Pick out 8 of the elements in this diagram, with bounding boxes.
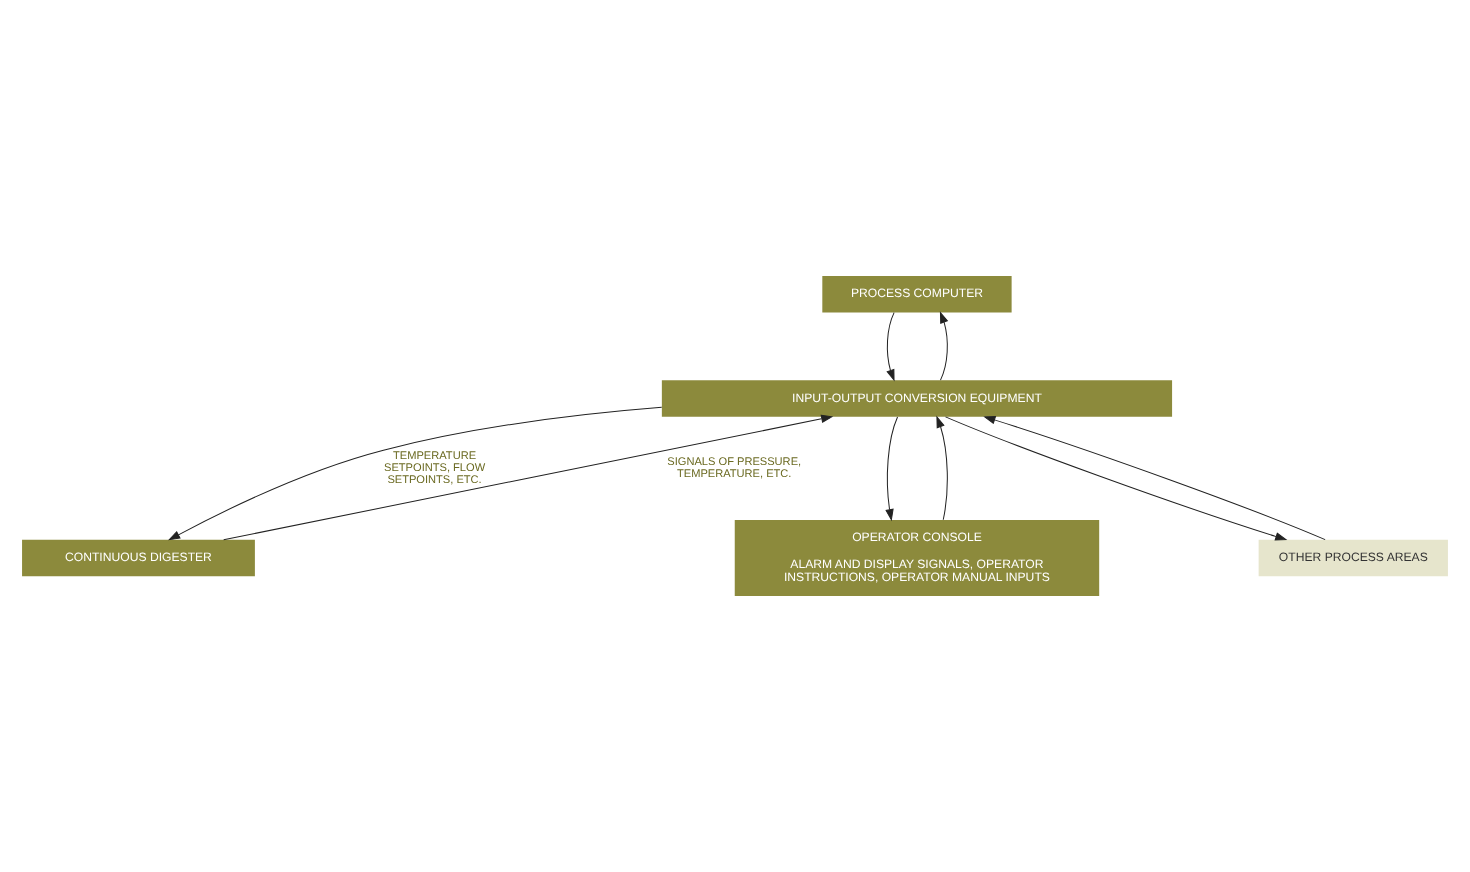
arrow bbox=[886, 312, 895, 382]
arrow bbox=[945, 416, 1288, 541]
arrow bbox=[885, 416, 899, 522]
arrow bbox=[983, 415, 1326, 541]
arrow bbox=[936, 415, 948, 521]
arrow bbox=[939, 311, 949, 381]
arrow bbox=[223, 414, 834, 541]
arrow bbox=[168, 406, 663, 541]
